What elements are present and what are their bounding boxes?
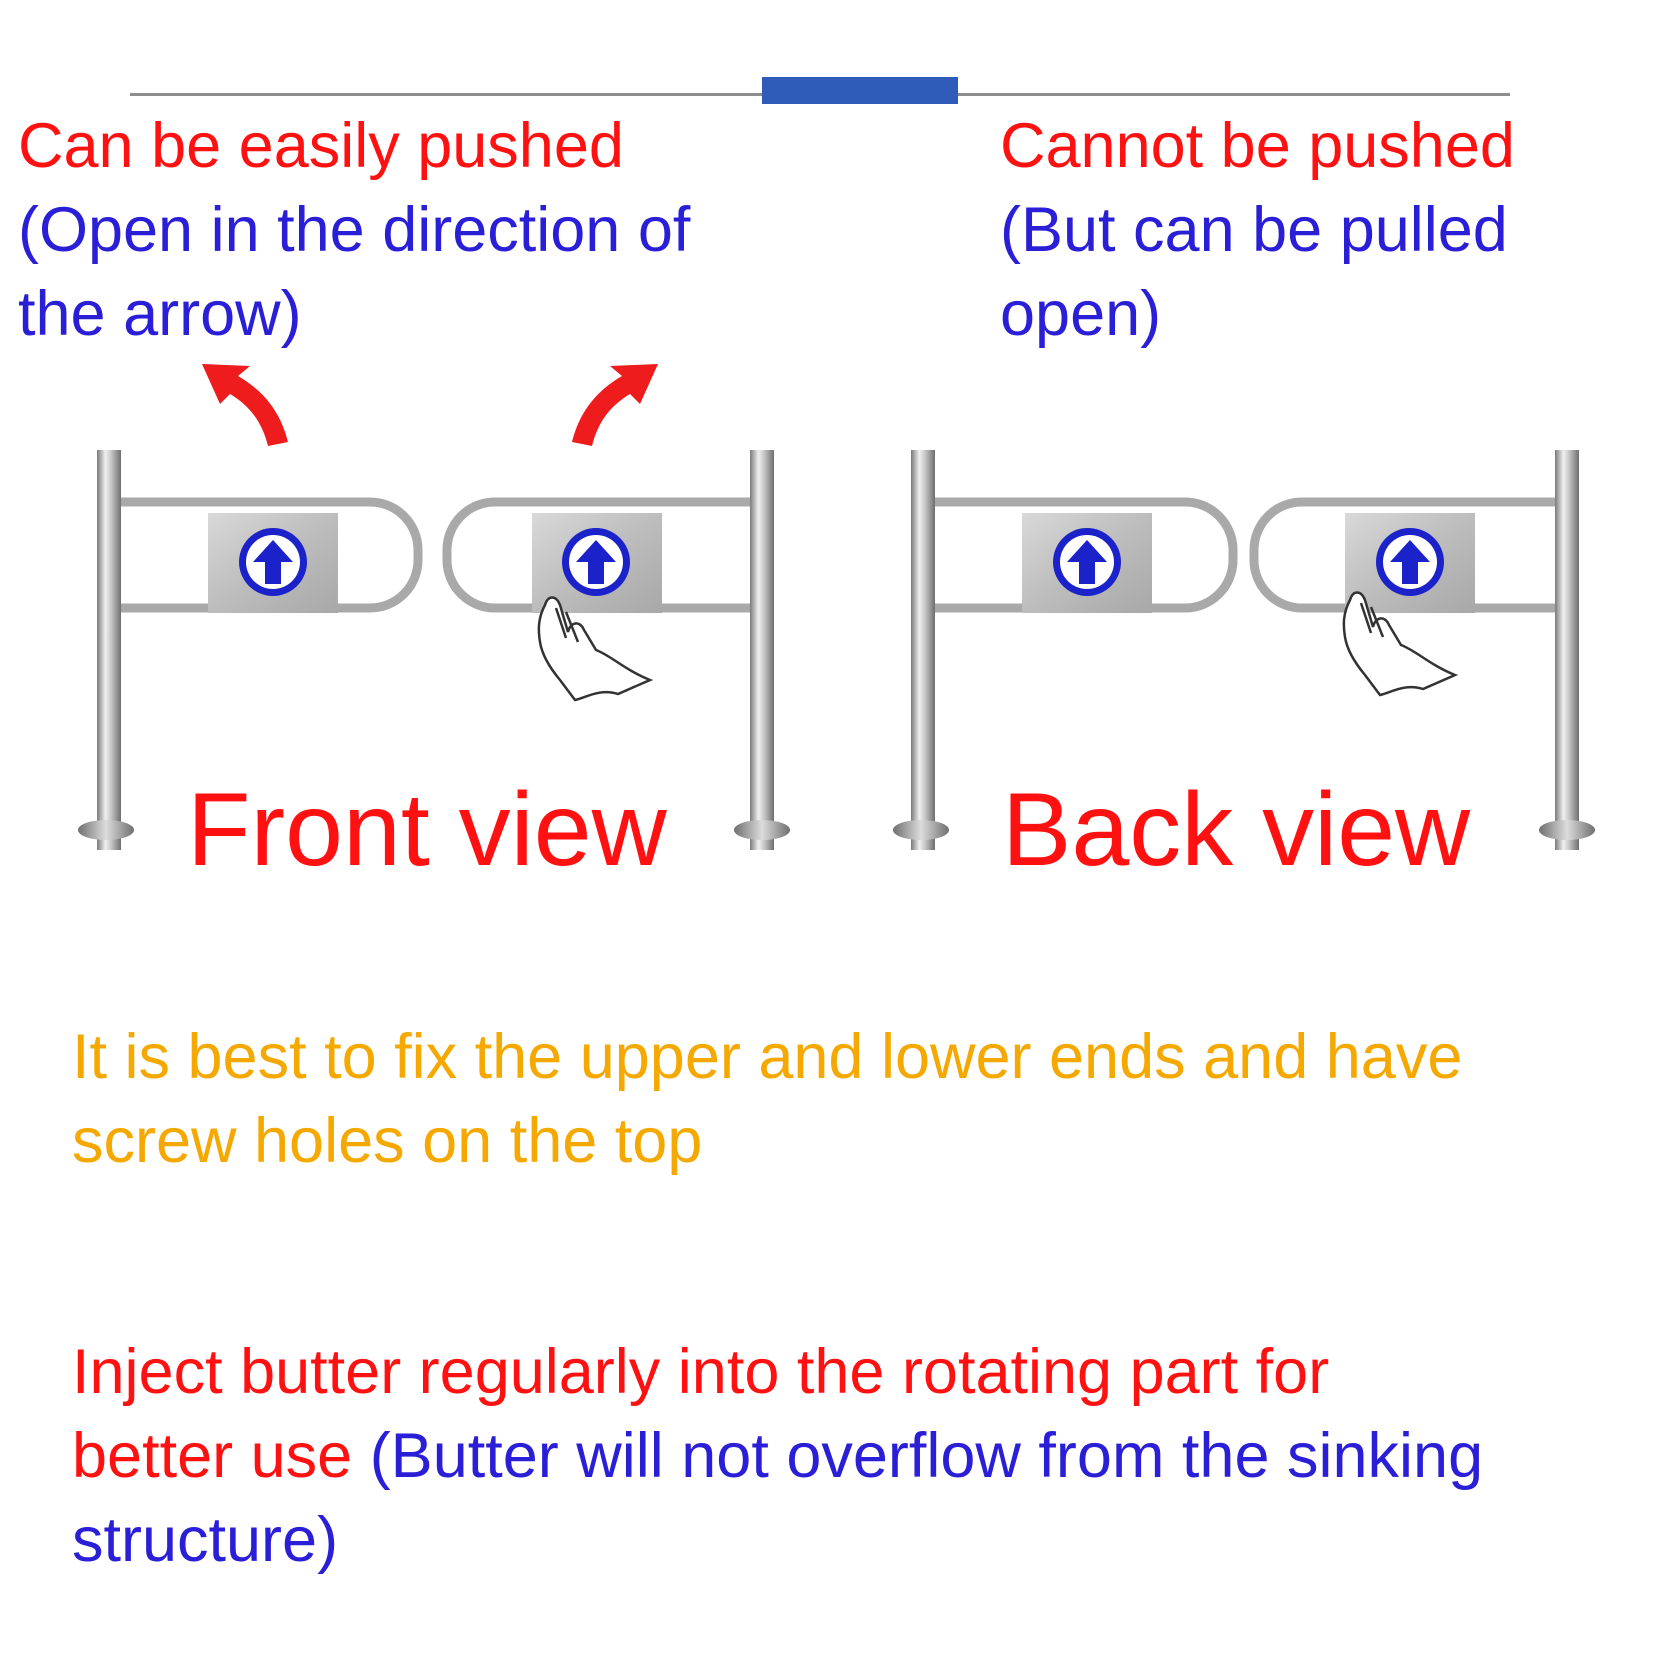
front-left-post bbox=[97, 450, 121, 850]
back-gate bbox=[893, 450, 1595, 850]
maintenance-line3: structure) bbox=[72, 1505, 339, 1575]
back-view-label: Back view bbox=[1002, 772, 1471, 888]
top-accent-bar bbox=[762, 77, 958, 104]
red-arrow-icon bbox=[202, 364, 288, 446]
installation-tip: It is best to fix the upper and lower en… bbox=[72, 1015, 1462, 1183]
back-right-arm bbox=[1249, 497, 1555, 613]
installation-tip-line1: It is best to fix the upper and lower en… bbox=[72, 1022, 1463, 1092]
back-detail-line1: (But can be pulled bbox=[1000, 195, 1508, 265]
back-left-arm bbox=[935, 497, 1238, 613]
back-heading: Cannot be pushed bbox=[1000, 111, 1515, 181]
back-left-base bbox=[893, 820, 949, 840]
up-arrow-icon bbox=[562, 528, 630, 596]
red-arrow-icon bbox=[572, 364, 658, 446]
maintenance-line1: Inject butter regularly into the rotatin… bbox=[72, 1337, 1330, 1407]
up-arrow-icon bbox=[1376, 528, 1444, 596]
front-left-arm bbox=[121, 497, 423, 613]
maintenance-note: Inject butter regularly into the rotatin… bbox=[72, 1330, 1483, 1582]
front-detail-line1: (Open in the direction of bbox=[18, 195, 691, 265]
maintenance-line2-blue: (Butter will not overflow from the sinki… bbox=[352, 1421, 1484, 1491]
front-right-post bbox=[750, 450, 774, 850]
back-detail-line2: open) bbox=[1000, 279, 1162, 349]
up-arrow-icon bbox=[239, 528, 307, 596]
maintenance-line2: better use (Butter will not overflow fro… bbox=[72, 1414, 1483, 1498]
front-view-label: Front view bbox=[187, 772, 667, 888]
front-left-base bbox=[78, 820, 134, 840]
front-right-base bbox=[734, 820, 790, 840]
back-right-post bbox=[1555, 450, 1579, 850]
back-right-base bbox=[1539, 820, 1595, 840]
front-right-arm bbox=[442, 497, 750, 613]
back-left-post bbox=[911, 450, 935, 850]
hand-icon bbox=[537, 596, 654, 702]
front-heading: Can be easily pushed bbox=[18, 111, 624, 181]
front-gate bbox=[78, 450, 790, 850]
installation-tip-line2: screw holes on the top bbox=[72, 1106, 703, 1176]
gate-illustration bbox=[78, 364, 1595, 850]
front-note: Can be easily pushed (Open in the direct… bbox=[18, 104, 690, 356]
back-note: Cannot be pushed (But can be pulled open… bbox=[1000, 104, 1515, 356]
hand-icon bbox=[1342, 591, 1459, 697]
front-detail-line2: the arrow) bbox=[18, 279, 302, 349]
maintenance-line2-red: better use bbox=[72, 1421, 353, 1491]
up-arrow-icon bbox=[1053, 528, 1121, 596]
